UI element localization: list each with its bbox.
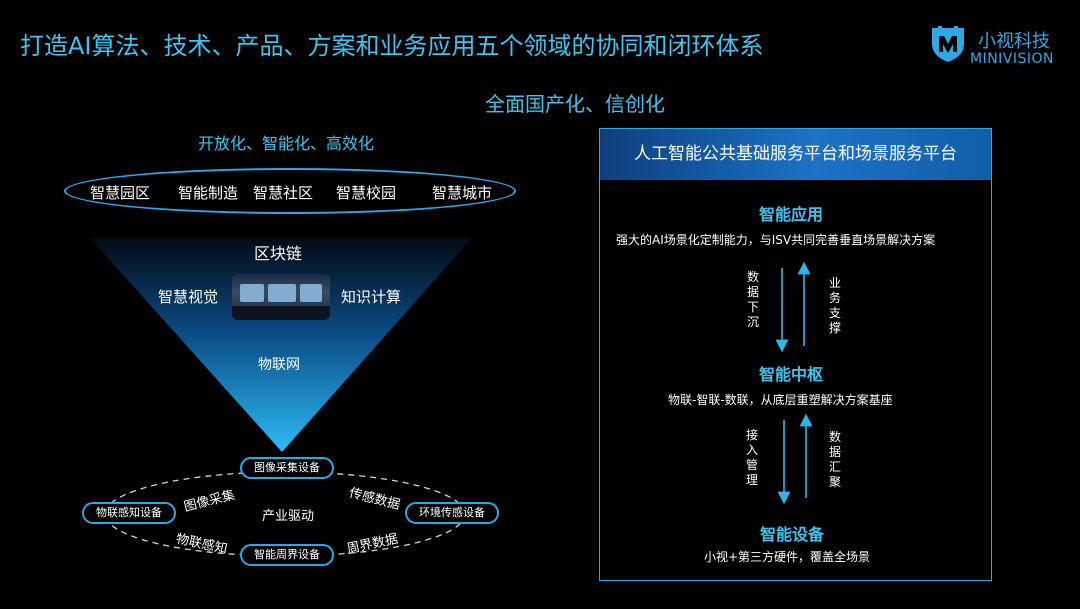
triangle-bottom-label: 物联网 <box>258 357 300 373</box>
arrow-label-down: 数据下沉 <box>746 270 759 329</box>
device-pill: 图像采集设备 <box>240 457 334 479</box>
scenario-item: 智慧社区 <box>253 184 314 202</box>
device-pill: 环境传感设备 <box>405 502 499 524</box>
tech-triangle <box>90 238 472 452</box>
subtitle: 全面国产化、信创化 <box>485 92 665 116</box>
scenario-item: 智慧园区 <box>90 184 151 202</box>
logo-chinese-name: 小视科技 <box>978 31 1050 52</box>
page-title: 打造AI算法、技术、产品、方案和业务应用五个领域的协同和闭环体系 <box>20 32 764 60</box>
logo-english-name: MINIVISION <box>970 51 1055 67</box>
device-pill: 智能周界设备 <box>240 544 334 566</box>
section-desc-hub: 物联-智联-数联，从底层重塑解决方案基座 <box>668 393 893 407</box>
arrow-label-up: 数据汇聚 <box>828 430 841 489</box>
scenario-item: 智慧校园 <box>336 184 397 202</box>
scenario-item: 智慧城市 <box>432 184 493 202</box>
arrow-label-down: 接入管理 <box>745 428 758 487</box>
minivision-logo-icon <box>930 24 966 68</box>
center-label: 产业驱动 <box>262 509 315 524</box>
panel-arrows <box>775 261 813 505</box>
section-title-hub: 智能中枢 <box>759 365 824 384</box>
triangle-left-label: 智慧视觉 <box>158 288 219 306</box>
arrow-label-up: 业务支撑 <box>828 276 841 335</box>
platform-panel <box>599 128 992 581</box>
section-title-device: 智能设备 <box>760 525 825 544</box>
scenario-item: 智能制造 <box>178 184 239 202</box>
device-pill: 物联感知设备 <box>82 502 176 524</box>
panel-header: 人工智能公共基础服务平台和场景服务平台 <box>600 129 991 180</box>
left-heading: 开放化、智能化、高效化 <box>198 134 375 153</box>
control-room-image <box>232 274 330 320</box>
section-desc-device: 小视+第三方硬件，覆盖全场景 <box>704 550 871 564</box>
triangle-right-label: 知识计算 <box>341 288 402 306</box>
section-desc-application: 强大的AI场景化定制能力，与ISV共同完善垂直场景解决方案 <box>616 233 936 247</box>
section-title-application: 智能应用 <box>759 205 824 224</box>
triangle-top-label: 区块链 <box>254 244 303 263</box>
scenario-ellipse <box>64 168 516 214</box>
